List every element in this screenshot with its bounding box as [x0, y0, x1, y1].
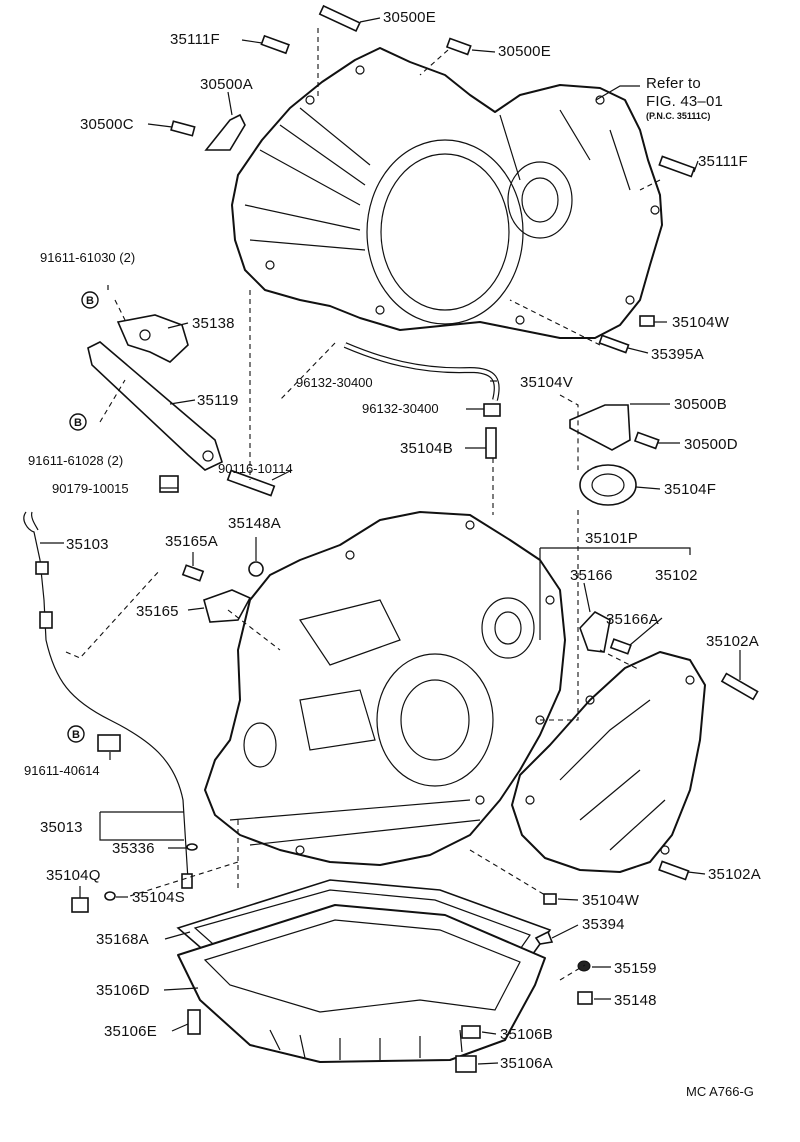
reference-line3: (P.N.C. 35111C) — [646, 111, 710, 121]
bolt-30500D[interactable] — [633, 431, 660, 450]
plug-35104W-bottom[interactable] — [543, 893, 557, 905]
label-35168A: 35168A — [96, 931, 149, 948]
label-35166A: 35166A — [606, 611, 659, 628]
bolt-35165A[interactable] — [181, 564, 205, 582]
bracket-30500B[interactable] — [569, 404, 631, 451]
bolt-35106B[interactable] — [461, 1025, 481, 1039]
leader-lines — [40, 17, 741, 1065]
bolt-symbol-2: B — [69, 413, 87, 431]
label-30500E-top: 30500E — [383, 9, 436, 26]
label-35104B: 35104B — [400, 440, 453, 457]
plate-35166[interactable] — [579, 611, 611, 653]
bracket-35119[interactable] — [87, 341, 223, 471]
bolt-35111F-right[interactable] — [658, 155, 696, 178]
bolt-35106E[interactable] — [187, 1009, 201, 1035]
label-35104W-top: 35104W — [672, 314, 730, 331]
union-35104B[interactable] — [485, 427, 497, 459]
label-35013: 35013 — [40, 819, 83, 836]
plate-35165[interactable] — [203, 589, 252, 623]
bolt-30500C[interactable] — [170, 120, 196, 137]
label-91611-40614: 91611-40614 — [24, 763, 100, 778]
bolt-35166A[interactable] — [609, 638, 632, 655]
label-35104V: 35104V — [520, 374, 573, 391]
label-35148: 35148 — [614, 992, 657, 1009]
label-35104S: 35104S — [132, 889, 185, 906]
label-30500E-right: 30500E — [498, 43, 551, 60]
bolt-symbol-1: B — [81, 291, 99, 309]
label-30500C: 30500C — [80, 116, 134, 133]
gasket-35394[interactable] — [534, 930, 554, 945]
bolt-35102A-top[interactable] — [720, 672, 759, 701]
clip-96132-30400[interactable] — [483, 403, 501, 417]
reference-line1: Refer to — [646, 75, 701, 92]
label-35106B: 35106B — [500, 1026, 553, 1043]
label-35394: 35394 — [582, 916, 625, 933]
label-35165: 35165 — [136, 603, 179, 620]
clamp-91611-40614[interactable] — [97, 734, 121, 752]
plug-35148[interactable] — [577, 991, 593, 1005]
bolt-30500E-top[interactable] — [318, 4, 361, 33]
label-96132-30400-a: 96132-30400 — [296, 375, 373, 390]
label-96132-30400-b: 96132-30400 — [362, 401, 439, 416]
reference-line2: FIG. 43–01 — [646, 93, 723, 110]
plug-35148A[interactable] — [248, 561, 264, 577]
label-35104Q: 35104Q — [46, 867, 101, 884]
part-labels: 30500E 35111F 30500E 30500A 30500C Refer… — [24, 9, 761, 1099]
svg-text:B: B — [86, 295, 94, 307]
label-35104W-bottom: 35104W — [582, 892, 640, 909]
label-30500D: 30500D — [684, 436, 738, 453]
label-90179-10015: 90179-10015 — [52, 481, 129, 496]
svg-text:B: B — [72, 729, 80, 741]
label-35104F: 35104F — [664, 481, 716, 498]
label-90116-10114: 90116-10114 — [218, 461, 293, 476]
transaxle-case[interactable] — [204, 511, 566, 866]
label-35165A: 35165A — [165, 533, 218, 550]
label-35111F-left: 35111F — [170, 31, 220, 48]
plug-35104Q[interactable] — [71, 897, 89, 913]
label-30500B: 30500B — [674, 396, 727, 413]
label-35148A: 35148A — [228, 515, 281, 532]
label-35102A-bottom: 35102A — [708, 866, 761, 883]
bolt-symbol-3: B — [67, 725, 85, 743]
label-35111F-right: 35111F — [698, 153, 748, 170]
bracket-30500A[interactable] — [204, 113, 246, 151]
bolt-35111F-left[interactable] — [260, 34, 290, 55]
ring-35104S[interactable] — [104, 891, 116, 901]
oil-seal[interactable] — [579, 464, 637, 506]
label-35106A: 35106A — [500, 1055, 553, 1072]
nut-90179-10015[interactable] — [159, 475, 179, 493]
svg-text:B: B — [74, 417, 82, 429]
ring-35336[interactable] — [186, 843, 198, 851]
bolt-35102A-bottom[interactable] — [658, 860, 690, 881]
label-35119: 35119 — [197, 392, 239, 409]
label-35102A-top: 35102A — [706, 633, 759, 650]
label-35106E: 35106E — [104, 1023, 157, 1040]
label-35336: 35336 — [112, 840, 155, 857]
bolt-90116-10114[interactable] — [226, 469, 276, 497]
label-35159: 35159 — [614, 960, 657, 977]
plug-35104W-top[interactable] — [639, 315, 655, 327]
label-91611-61030: 91611-61030 (2) — [40, 250, 135, 265]
label-35166: 35166 — [570, 567, 613, 584]
side-cover[interactable] — [511, 651, 706, 873]
label-35395A: 35395A — [651, 346, 704, 363]
bolt-30500E-right[interactable] — [445, 37, 472, 56]
bracket-35138[interactable] — [116, 314, 189, 363]
dashed-reference-lines — [65, 28, 661, 981]
bolt-35395A[interactable] — [598, 334, 630, 354]
bolt-35106A[interactable] — [455, 1055, 477, 1073]
oil-pan[interactable] — [177, 904, 546, 1063]
label-35102: 35102 — [655, 567, 698, 584]
label-35106D: 35106D — [96, 982, 150, 999]
breather-hose[interactable] — [343, 342, 500, 401]
label-35138: 35138 — [192, 315, 235, 332]
diagram-code: MC A766-G — [686, 1084, 754, 1099]
label-35101P: 35101P — [585, 530, 638, 547]
oil-filler-tube[interactable] — [23, 511, 193, 889]
label-35103: 35103 — [66, 536, 109, 553]
label-30500A: 30500A — [200, 76, 253, 93]
transaxle-housing[interactable] — [231, 47, 663, 339]
label-91611-61028: 91611-61028 (2) — [28, 453, 123, 468]
